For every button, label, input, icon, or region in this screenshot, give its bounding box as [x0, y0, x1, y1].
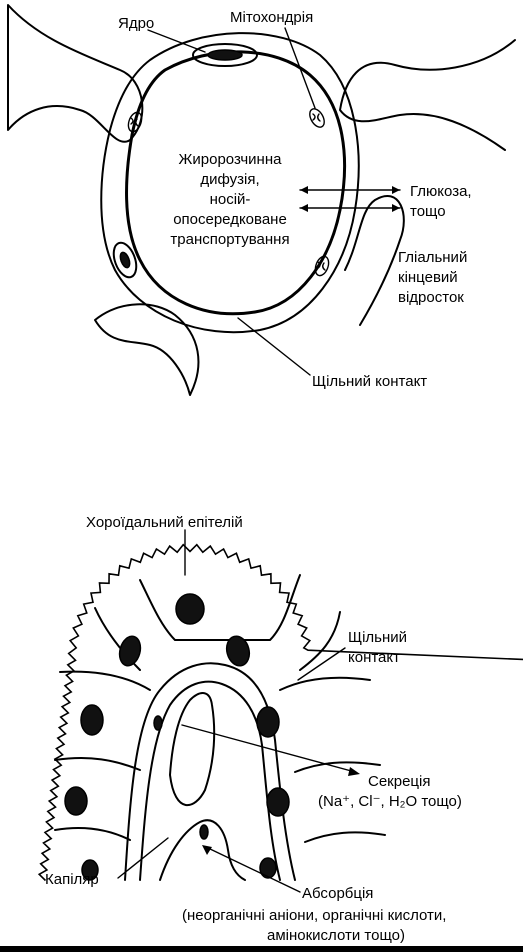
- center-text-line-1: Жиророзчинна: [179, 151, 283, 168]
- absorption-arrow: [202, 845, 301, 893]
- mitochondria-right-top: [309, 108, 325, 128]
- label-absorption-detail-1: (неорганічні аніони, органічні кислоти,: [182, 907, 446, 924]
- leader-nucleus: [147, 29, 206, 53]
- label-tight-junction-bottom-2: контакт: [348, 649, 400, 666]
- mitochondria-right-bottom: [314, 255, 330, 277]
- center-text-line-2: дифузія,: [200, 171, 259, 188]
- secretion-arrow: [181, 724, 360, 776]
- label-tight-junction-top: Щільний контакт: [312, 373, 427, 390]
- center-text-line-3: носій-: [210, 191, 251, 208]
- label-glial-line-1: Гліальний: [398, 249, 467, 266]
- leader-tight-junction-bottom: [297, 647, 346, 681]
- nucleus-top: [192, 43, 258, 67]
- nucleus-right-4: [259, 857, 277, 879]
- label-glucose-line-1: Глюкоза,: [410, 183, 472, 200]
- label-absorption-detail-2: амінокислоти тощо): [267, 927, 405, 944]
- label-glial-line-2: кінцевий: [398, 269, 458, 286]
- label-mitochondria: Мітохондрія: [230, 9, 313, 26]
- choroid-epithelium-border: [37, 543, 523, 882]
- nucleus-left-4: [81, 859, 99, 881]
- leader-mitochondria: [284, 27, 316, 109]
- label-glucose-line-2: тощо: [410, 203, 446, 220]
- leader-tight-junction: [237, 317, 311, 376]
- label-secretion: Секреція: [368, 773, 430, 790]
- leader-capillary: [117, 837, 169, 879]
- nucleus-left-3: [64, 786, 88, 816]
- nucleus-left-2: [80, 704, 104, 736]
- cell-boundaries: [54, 574, 386, 843]
- label-secretion-detail: (Na⁺, Cl⁻, H₂O тощо): [318, 793, 462, 810]
- glial-process-right: [344, 195, 405, 326]
- nucleus-capillary-2: [199, 824, 209, 840]
- glial-process-top-right: [339, 39, 516, 151]
- label-glial-line-3: відросток: [398, 289, 464, 306]
- capillary-lumen: [169, 692, 216, 806]
- glial-process-left: [94, 303, 200, 396]
- endothelium-outer: [100, 32, 360, 334]
- nucleus-right-3: [266, 787, 290, 817]
- transport-arrows: [299, 186, 401, 212]
- nucleus-right-2: [256, 706, 280, 738]
- label-absorption: Абсорбція: [302, 885, 373, 902]
- mitochondria-left: [127, 111, 143, 133]
- lumen-inner: [125, 50, 347, 316]
- capillary-cross-section: [7, 4, 516, 396]
- capillary-lower: [159, 819, 246, 881]
- nucleus-left-1: [118, 635, 142, 667]
- bottom-edge-bar: [0, 946, 523, 952]
- capillary-middle: [139, 680, 281, 881]
- label-capillary: Капіляр: [45, 871, 99, 888]
- nucleus-lower-left: [112, 241, 138, 279]
- label-nucleus: Ядро: [118, 15, 154, 32]
- center-text-line-5: транспортування: [170, 231, 289, 248]
- nucleus-apical: [175, 593, 205, 625]
- label-tight-junction-bottom-1: Щільний: [348, 629, 407, 646]
- nucleus-capillary-1: [153, 715, 163, 731]
- choroid-plexus: [37, 529, 523, 893]
- nucleus-right-1: [225, 635, 251, 667]
- center-text-line-4: опосередковане: [173, 211, 287, 228]
- label-choroid-epithelium: Хороїдальний епітелій: [86, 514, 243, 531]
